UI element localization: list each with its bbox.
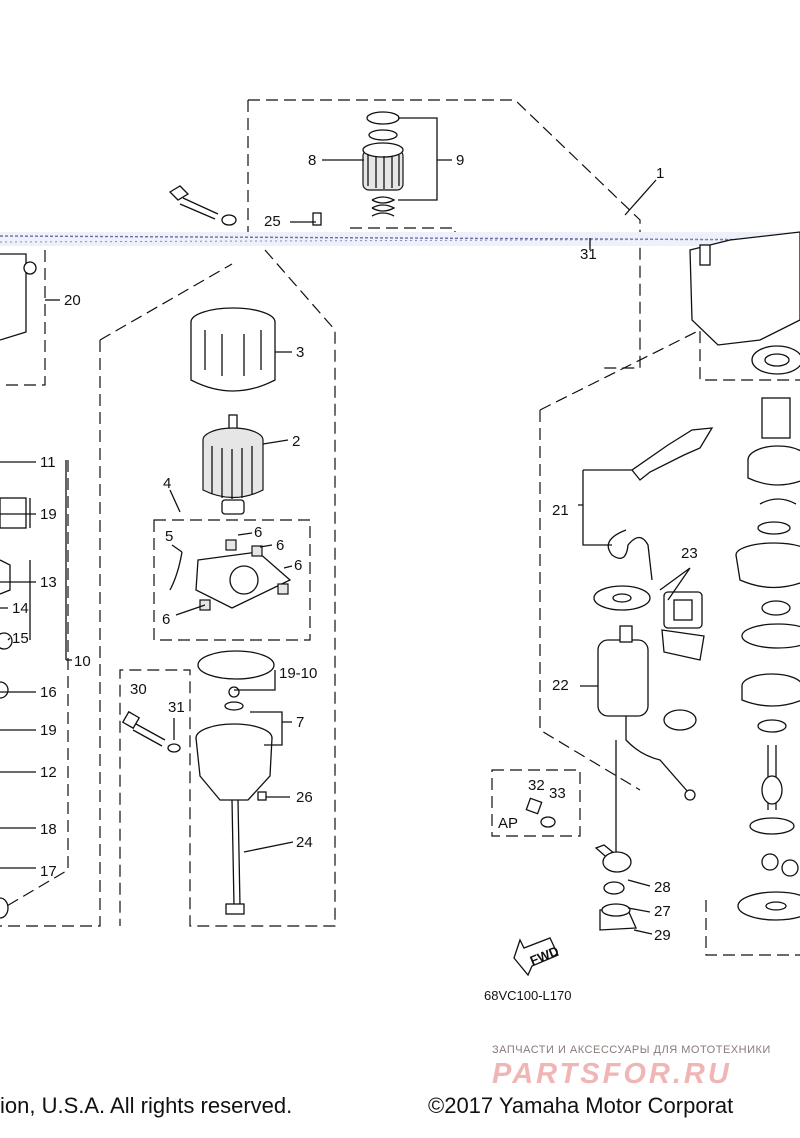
armature (202, 414, 264, 515)
part-label: 7 (296, 714, 304, 731)
fwd-arrow-icon (513, 937, 559, 977)
part-label: 10 (74, 653, 91, 670)
part-label: 5 (165, 528, 173, 545)
part-label: 15 (12, 630, 29, 647)
part-label: 31 (580, 246, 597, 263)
footer-rights-text: ion, U.S.A. All rights reserved. (0, 1093, 293, 1118)
part-label: 22 (552, 677, 569, 694)
yoke (190, 307, 276, 392)
shift-lever (607, 427, 714, 581)
leader-lines (0, 117, 691, 935)
footer-copyright-text: ©2017 Yamaha Motor Corporat (428, 1093, 734, 1118)
through-bolt-25 (168, 185, 322, 226)
part-labels: 1 2 3 4 5 6 6 6 6 6 7 8 9 10 11 12 13 14… (12, 152, 698, 1003)
part-label: 25 (264, 213, 281, 230)
watermark-tagline: ЗАПЧАСТИ И АКСЕССУАРЫ ДЛЯ МОТОТЕХНИКИ (492, 1044, 771, 1056)
part-label: 18 (40, 821, 57, 838)
part-label: 11 (40, 454, 56, 471)
part-label: 8 (308, 152, 316, 169)
part-label: 19 (40, 506, 57, 523)
part-label: 26 (296, 789, 313, 806)
terminal-hardware (525, 740, 637, 931)
part-label: 4 (163, 475, 171, 492)
part-label: 17 (40, 863, 57, 880)
pinion-gear-group (362, 111, 404, 217)
relay-assembly (593, 585, 705, 801)
part-label: 20 (64, 292, 81, 309)
drawing-code: 68VC100-L170 (484, 988, 571, 1003)
part-label: 1 (656, 165, 664, 182)
part-label: 29 (654, 927, 671, 944)
part-label: 6 (254, 524, 262, 541)
part-label: 2 (292, 433, 300, 450)
part-label: 13 (40, 574, 57, 591)
part-label: 24 (296, 834, 313, 851)
part-label: 31 (168, 699, 185, 716)
part-label: 9 (456, 152, 464, 169)
part-label: 12 (40, 764, 57, 781)
ap-label: AP (498, 815, 518, 832)
part-label: 21 (552, 502, 569, 519)
brush-holder (169, 539, 292, 611)
part-label: 6 (276, 537, 284, 554)
part-label: 19-10 (279, 665, 317, 682)
watermark-logo: PARTSFOR.RU (492, 1058, 732, 1090)
part-label: 6 (162, 611, 170, 628)
part-label: 23 (681, 545, 698, 562)
part-label: 33 (549, 785, 566, 802)
group-outlines (0, 99, 800, 956)
scan-artifact-band (0, 232, 800, 246)
part-label: 27 (654, 903, 671, 920)
drive-assembly (735, 397, 800, 921)
front-housing (689, 231, 800, 375)
left-partial-parts (0, 253, 37, 919)
part-label: 6 (294, 557, 302, 574)
part-label: 3 (296, 344, 304, 361)
part-label: 28 (654, 879, 671, 896)
part-label: 30 (130, 681, 147, 698)
part-label: 14 (12, 600, 29, 617)
part-label: 16 (40, 684, 57, 701)
bolt-30 (121, 710, 181, 753)
part-label: 32 (528, 777, 545, 794)
part-label: 19 (40, 722, 57, 739)
commutator-end-frame (195, 650, 275, 915)
